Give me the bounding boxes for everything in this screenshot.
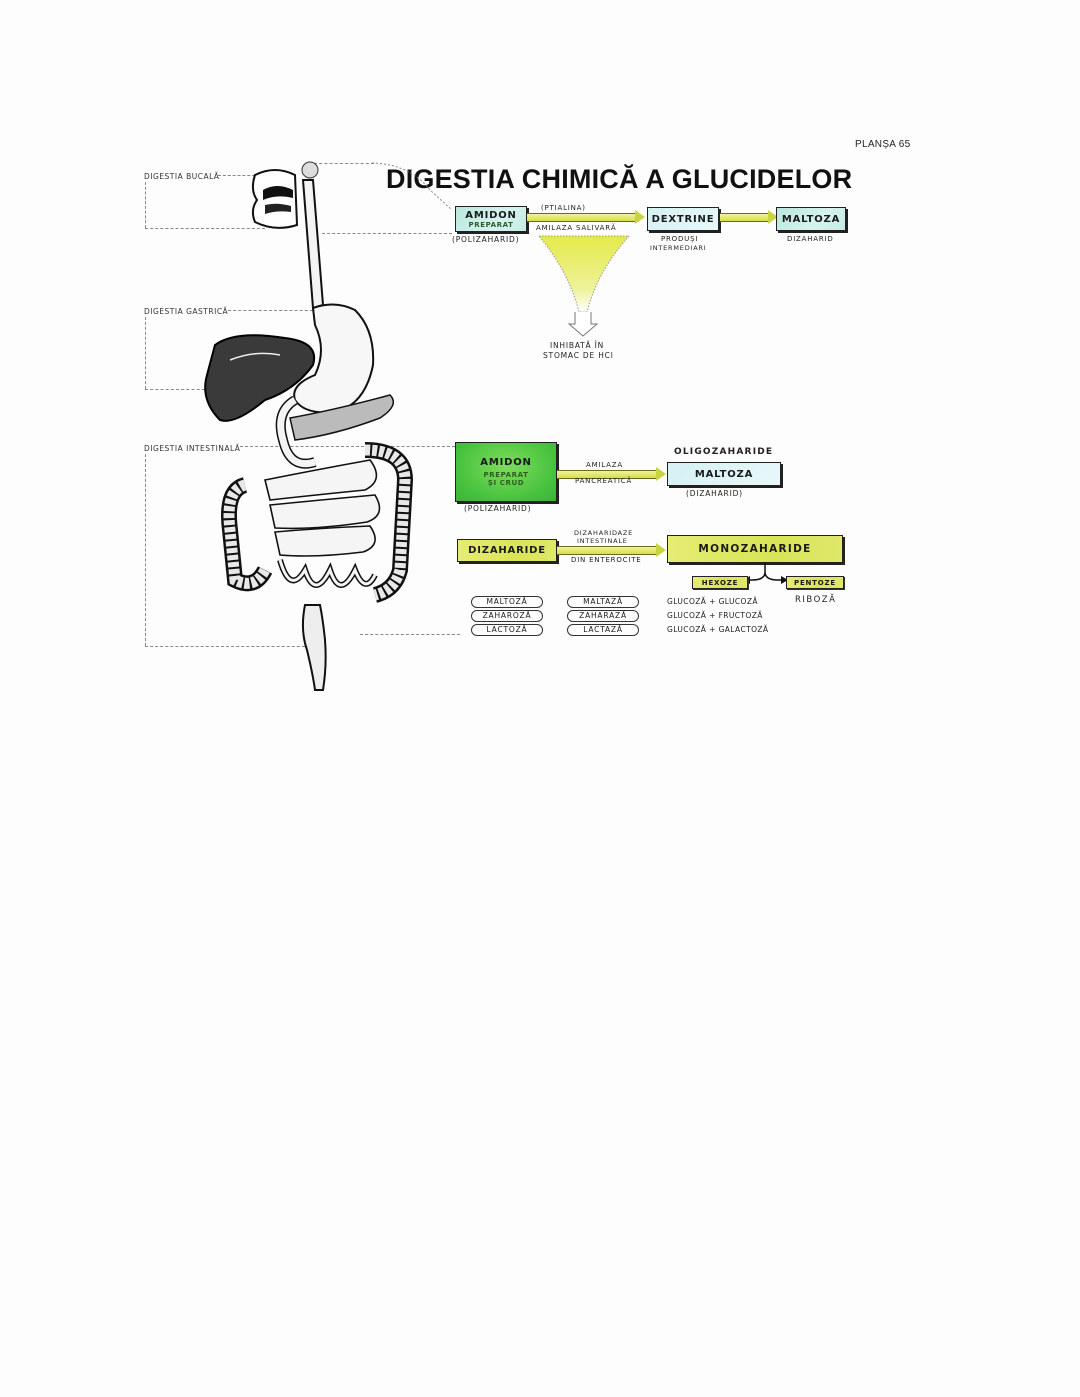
bracket-line [145,182,146,228]
products-label: GLUCOZĂ + FRUCTOZĂ [667,611,763,620]
bracket-line [145,646,310,647]
section-label-gastric: DIGESTIA GASTRICĂ [144,307,229,316]
din-enterocite-label: DIN ENTEROCITE [571,556,642,564]
plate-number: PLANȘA 65 [855,139,911,150]
digestive-system-illustration [204,161,414,691]
inhibited-label-1: INHIBATĂ ÎN [550,341,605,350]
hexoze-box: HEXOZE [692,576,748,589]
mouth-icon [251,161,319,229]
split-arrow-icon [743,562,788,584]
liver-icon [204,334,316,422]
arrow-bar [720,213,770,222]
page-title: DIGESTIA CHIMICĂ A GLUCIDELOR [386,164,853,194]
bracket-line [228,310,318,311]
dizaharide-box: DIZAHARIDE [457,539,557,562]
products-label: GLUCOZĂ + GALACTOZĂ [667,625,769,634]
bracket-line [145,389,210,390]
amidon-preparat-crud-box: AMIDON PREPARAT ȘI CRUD [455,442,557,502]
arrow-bar [557,470,657,479]
produsi-caption: PRODUȘI [661,235,699,243]
substrate-pill: ZAHAROZĂ [471,610,543,622]
connector-curve [371,162,453,211]
products-label: GLUCOZĂ + GLUCOZĂ [667,597,758,606]
maltoza-box: MALTOZA [776,207,846,231]
dizaharid-caption-2: (DIZAHARID) [686,489,743,498]
enzyme-pill: LACTAZĂ [567,624,639,636]
enzyme-pill: ZAHARAZĂ [567,610,639,622]
arrow-right-icon [768,210,778,224]
funnel-inhibition-icon [537,235,631,337]
section-label-buccal: DIGESTIA BUCALĂ [144,172,220,181]
amidon-preparat-box: AMIDON PREPARAT [455,206,527,232]
amilaza-label: AMILAZA [586,461,623,469]
oligozaharide-label: OLIGOZAHARIDE [674,447,774,457]
arrow-right-icon [656,467,666,481]
dextrine-box: DEXTRINE [647,207,719,231]
intestinale-label: INTESTINALE [577,537,628,545]
pentoze-box: PENTOZE [786,576,844,589]
arrow-bar [527,213,635,222]
arrow-bar [557,546,657,555]
pancreatica-label: PANCREATICĂ [575,477,633,485]
dizaharid-caption: DIZAHARID [787,235,834,243]
rectum-icon [301,604,327,691]
bracket-line [145,454,146,646]
bracket-line [145,317,146,389]
polizaharid-caption: (POLIZAHARID) [452,235,520,244]
maltoza-box-2: MALTOZA [667,462,781,486]
esophagus-icon [301,179,325,310]
riboza-label: RIBOZĂ [795,595,837,605]
substrate-pill: LACTOZĂ [471,624,543,636]
connector-line [314,163,374,164]
pancreas-icon [289,394,395,441]
dizaharidaze-label: DIZAHARIDAZE [574,529,634,537]
substrate-pill: MALTOZĂ [471,596,543,608]
ptialina-label: (PTIALINA) [541,204,586,212]
bracket-line [360,634,460,635]
enzyme-pill: MALTAZĂ [567,596,639,608]
section-label-intestinal: DIGESTIA INTESTINALĂ [144,444,241,453]
bracket-line [145,228,265,229]
polizaharid-caption-2: (POLIZAHARID) [464,504,532,513]
arrow-right-icon [656,543,666,557]
amilaza-salivara-label: AMILAZA SALIVARĂ [536,224,617,232]
bracket-line [218,175,260,176]
connector-line [322,233,452,234]
intermediari-caption: INTERMEDIARI [650,244,707,252]
bracket-line [240,446,455,447]
small-intestine-icon [264,459,381,588]
inhibited-label-2: STOMAC DE HCl [543,351,614,360]
monozaharide-box: MONOZAHARIDE [667,535,843,563]
arrow-right-icon [635,210,645,224]
